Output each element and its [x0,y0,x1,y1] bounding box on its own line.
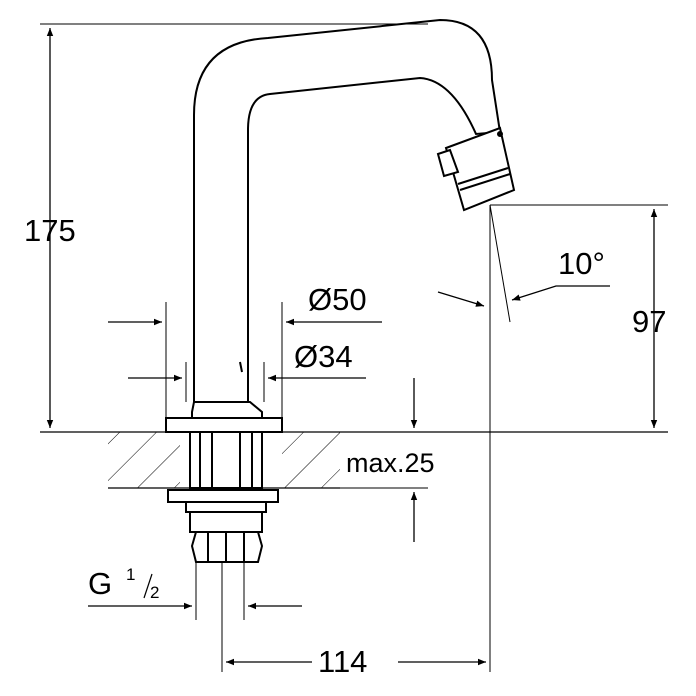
fraction-slash [143,573,153,599]
label-inner-diameter: Ø34 [294,339,353,374]
countertop-section [40,431,668,489]
faucet-button [436,148,460,178]
washer [167,489,279,503]
label-max-thickness: max.25 [346,448,435,478]
base-collar [191,401,263,419]
mounting-shank [189,431,263,489]
aerator-band-line [457,167,509,185]
label-thread-den: 2 [150,583,159,602]
aerator-dot [497,131,503,137]
angle-arrow-right [511,285,610,301]
dim-inner-diameter: Ø34 [128,339,366,402]
aerator-band-line [459,173,511,191]
dim-total-height: 175 [24,23,428,428]
dim-spout-angle: 10° [437,204,610,672]
faucet-body [165,18,516,563]
label-outer-diameter: Ø50 [308,282,367,317]
countertop-hatch-right [282,432,340,488]
body-mark [239,361,243,373]
base-flange [165,417,283,433]
dim-spout-height: 97 [490,204,668,428]
angle-arrow-left [437,291,485,307]
label-spout-angle: 10° [558,246,605,281]
dim-outer-diameter: Ø50 [108,282,382,418]
label-total-height: 175 [24,213,76,248]
label-thread: G [88,566,112,601]
label-thread-num: 1 [126,565,135,584]
label-spout-height: 97 [632,304,666,339]
faucet-spout-outline [193,18,502,403]
label-reach: 114 [318,644,367,679]
locknut-top [185,501,267,513]
dim-reach: 114 [221,562,486,679]
dim-max-thickness: max.25 [346,378,435,542]
countertop-hatch-left [108,432,180,488]
dim-thread: G 1 2 [88,562,302,620]
locknut [189,511,263,533]
angle-ray [489,204,511,323]
